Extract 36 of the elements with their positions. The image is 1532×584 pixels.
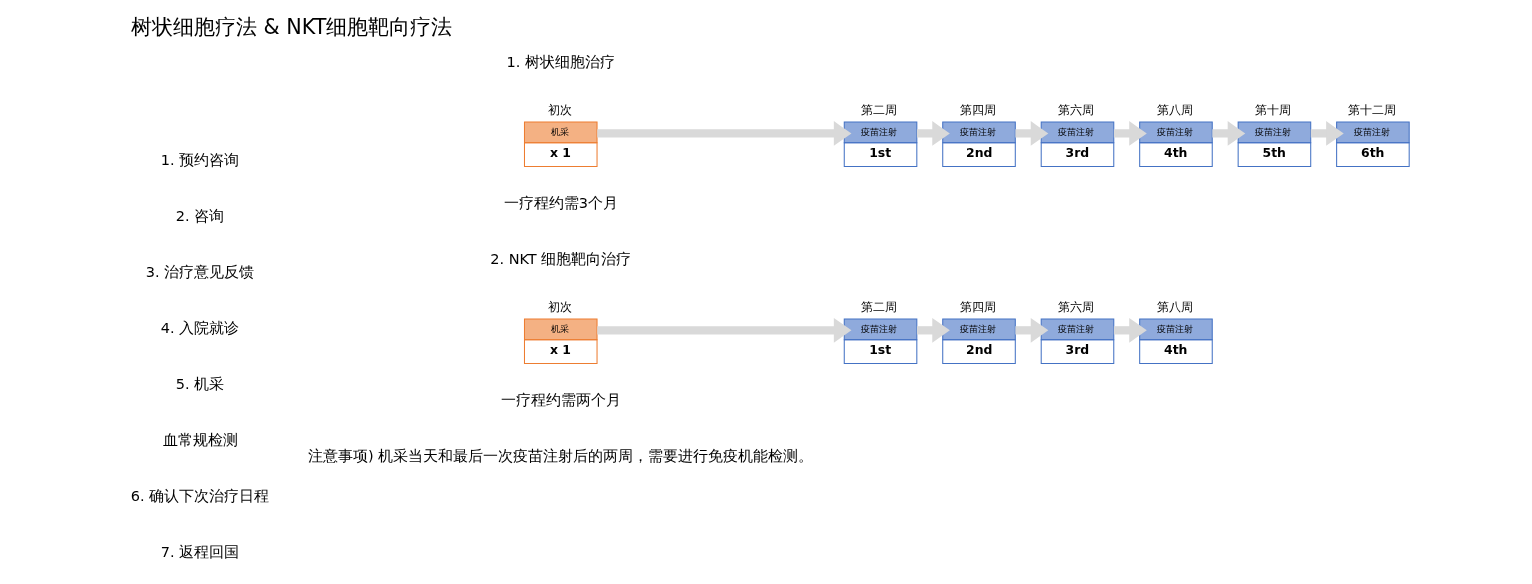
node-label: 初次 [547,298,572,314]
label: 血常规检测 [162,431,238,448]
arrow [1113,317,1147,343]
node-label: 第八周 [1156,298,1193,314]
label: 一疗程约需两个月 [500,391,621,408]
node-label: 第四周 [959,298,996,314]
node-label: 第二周 [861,101,898,117]
label: 一疗程约需3个月 [503,194,618,211]
label: 3. 治疗意见反馈 [145,263,255,280]
node-label: 第二周 [861,298,898,314]
node-label: 第十周 [1255,101,1292,117]
node-label: 第十二周 [1347,101,1396,117]
arrow [1212,120,1246,146]
arrow [597,317,852,343]
arrow [916,317,950,343]
arrow [1310,120,1344,146]
arrow [1015,120,1049,146]
label: 2. 咨询 [175,207,225,224]
label: 1. 预约咨询 [160,151,240,168]
arrow [1113,120,1147,146]
node-label: 初次 [547,101,572,117]
label: 6. 确认下次治疗日程 [130,487,270,504]
arrow [1015,317,1049,343]
label: 7. 返程回国 [160,543,240,560]
node-label: 第六周 [1058,101,1095,117]
arrow [597,120,852,146]
label: 2. NKT 细胞靶向治疗 [490,250,632,267]
node-label: 第四周 [959,101,996,117]
label: 4. 入院就诊 [160,319,240,336]
label: 注意事项) 机采当天和最后一次疫苗注射后的两周，需要进行免疫机能检测。 [308,447,814,464]
node-label: 第八周 [1156,101,1193,117]
label: 5. 机采 [175,375,225,392]
node-label: 第六周 [1058,298,1095,314]
label: 1. 树状细胞治疗 [506,53,615,70]
diagram-title: 树状细胞疗法 & NKT细胞靶向疗法 [131,14,453,39]
arrow [916,120,950,146]
